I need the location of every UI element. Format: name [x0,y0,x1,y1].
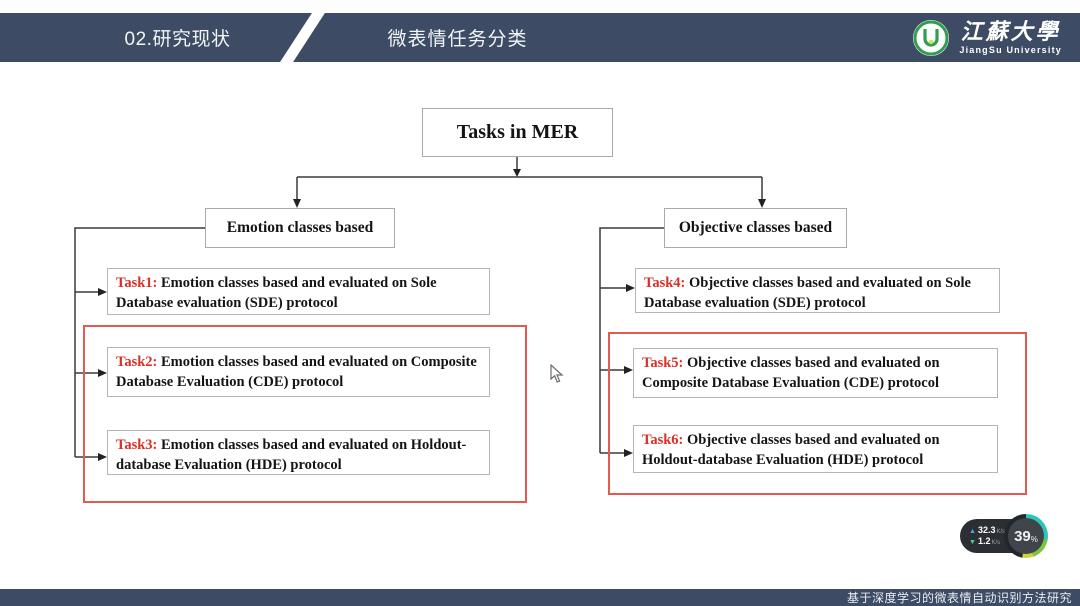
university-name-en: JiangSu University [959,45,1062,55]
task5-box: Task5: Objective classes based and evalu… [633,348,998,398]
task3-box: Task3: Emotion classes based and evaluat… [107,430,490,475]
task2-label: Task2: [116,354,162,370]
footer-bar: 基于深度学习的微表情自动识别方法研究 [0,589,1080,606]
battery-percent-value: 39 % [1008,518,1044,554]
task6-label: Task6: [642,432,688,448]
task1-label: Task1: [116,275,162,291]
upload-speed-row: ▲ 32.3 K/s [969,525,1020,536]
university-logo: 江蘇大學 JiangSu University [912,17,1062,59]
top-white-strip [0,0,1080,13]
download-speed-row: ▼ 1.2 K/s [969,536,1020,547]
percent-sign: % [1030,534,1038,544]
root-node-tasks-in-mer: Tasks in MER [422,108,613,157]
mouse-cursor-icon [550,364,564,383]
upload-arrow-icon: ▲ [969,528,976,535]
task1-box: Task1: Emotion classes based and evaluat… [107,268,490,315]
upload-speed-value: 32.3 [977,525,996,535]
branch-node-emotion: Emotion classes based [205,208,395,248]
download-speed-unit: K/s [991,540,1001,546]
task6-box: Task6: Objective classes based and evalu… [633,425,998,473]
section-label: 02.研究现状 [124,29,231,50]
upload-speed-unit: K/s [996,529,1006,535]
task6-text: Objective classes based and evaluated on… [642,432,940,468]
download-arrow-icon: ▼ [969,539,976,546]
percent-number: 39 [1014,527,1031,545]
task3-text: Emotion classes based and evaluated on H… [116,437,467,473]
task1-text: Emotion classes based and evaluated on S… [116,275,437,311]
page-title: 微表情任务分类 [387,29,528,50]
task3-label: Task3: [116,437,162,453]
battery-percent-ring[interactable]: 39 % [1004,514,1048,558]
header-bar [0,13,1080,62]
task2-box: Task2: Emotion classes based and evaluat… [107,347,490,397]
task5-label: Task5: [642,355,688,371]
task4-box: Task4: Objective classes based and evalu… [635,268,1000,313]
branch-node-objective: Objective classes based [664,208,847,248]
university-logo-text: 江蘇大學 JiangSu University [959,21,1062,55]
task4-label: Task4: [644,275,690,291]
university-name-zh: 江蘇大學 [960,19,1061,45]
university-logo-icon [913,20,950,56]
task5-text: Objective classes based and evaluated on… [642,355,940,391]
download-speed-value: 1.2 [977,536,991,546]
highlight-rect-objective-cde-hde [608,332,1027,495]
highlight-rect-emotion-cde-hde [83,325,527,503]
task4-text: Objective classes based and evaluated on… [644,275,971,311]
task2-text: Emotion classes based and evaluated on C… [116,354,477,390]
thesis-title: 基于深度学习的微表情自动识别方法研究 [846,591,1072,605]
net-speed-widget[interactable]: ▲ 32.3 K/s ▼ 1.2 K/s 39 % [958,512,1050,560]
